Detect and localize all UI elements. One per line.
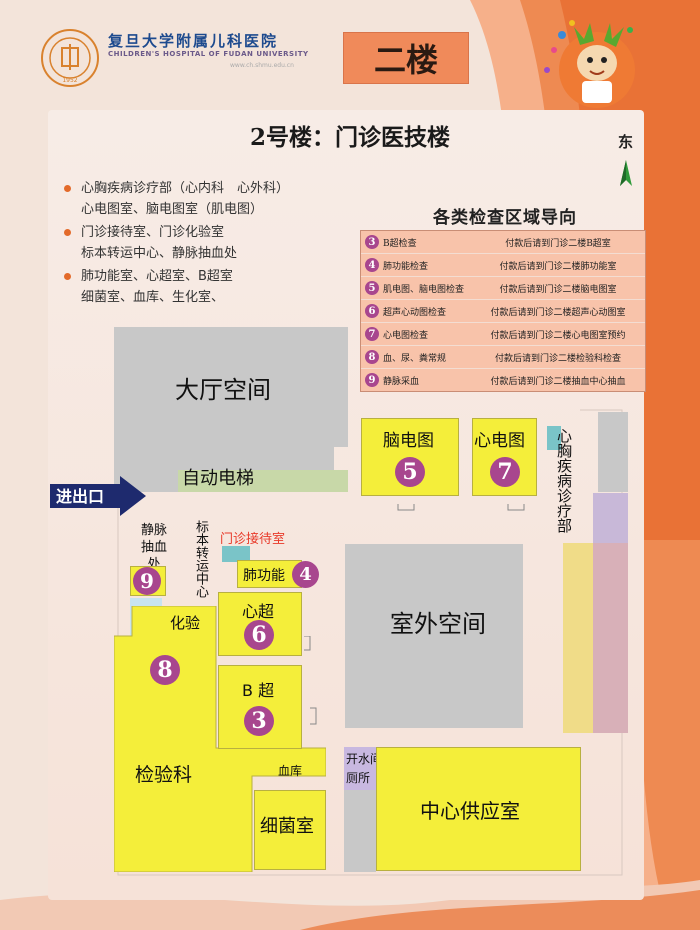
dept-item-cardio: 心胸疾病诊疗部（心内科 心外科） 心电图室、脑电图室（肌电图） <box>64 178 289 220</box>
compass-arrow-icon <box>620 160 632 186</box>
cardio-marker <box>547 426 561 450</box>
hall-area <box>114 327 334 492</box>
blood-draw-number: 9 <box>133 567 161 595</box>
supply-label: 中心供应室 <box>420 799 520 823</box>
corridor-lower <box>344 790 376 872</box>
eeg-label: 脑电图 <box>383 431 434 451</box>
hall-label: 大厅空间 <box>175 376 271 404</box>
ecg-label: 心电图 <box>474 431 525 451</box>
water-room <box>344 747 376 790</box>
entrance-arrow-icon <box>50 476 146 516</box>
reception-label: 门诊接待室 <box>220 532 286 547</box>
dept-item-reception: 门诊接待室、门诊化验室 标本转运中心、静脉抽血处 <box>64 222 237 264</box>
door-icons-2 <box>304 636 317 725</box>
water-room-label: 开水间 <box>346 752 383 766</box>
hospital-url: www.ch.shmu.edu.cn <box>230 62 294 69</box>
reception-desk <box>222 546 250 562</box>
bscan-label: B 超 <box>242 681 275 700</box>
bullet-icon <box>64 273 71 280</box>
lab-dept-label: 检验科 <box>135 764 193 786</box>
hall-area-ext <box>334 327 348 447</box>
cardio-label: 心胸疾病诊疗部 <box>555 428 573 533</box>
compass-label: 东 <box>618 133 634 151</box>
escalator-label: 自动电梯 <box>182 468 254 489</box>
blood-bank-label: 血库 <box>278 764 303 778</box>
lung-number: 4 <box>292 561 319 588</box>
outdoor-label: 室外空间 <box>390 610 486 638</box>
svg-text:1952: 1952 <box>62 77 77 84</box>
right-corridor-pink <box>593 543 628 733</box>
floor-label: 二楼 <box>343 32 469 84</box>
lung-label: 肺功能 <box>243 568 285 584</box>
bscan-number: 3 <box>244 706 274 736</box>
ecg-number: 7 <box>490 457 520 487</box>
echo-label: 心超 <box>242 602 275 621</box>
mascot-icon <box>544 20 635 108</box>
lab-test-label: 化验 <box>170 614 201 632</box>
bullet-icon <box>64 229 71 236</box>
hospital-name-en: CHILDREN'S HOSPITAL OF FUDAN UNIVERSITY <box>108 50 309 58</box>
eeg-number: 5 <box>395 457 425 487</box>
entrance-label: 进出口 <box>56 487 105 506</box>
escalator <box>178 470 348 492</box>
guide-title: 各类检查区域导向 <box>433 208 577 228</box>
bacteria-label: 细菌室 <box>260 816 314 837</box>
building-title: 2号楼：门诊医技楼 <box>249 124 450 151</box>
hospital-name: 复旦大学附属儿科医院 <box>108 32 279 50</box>
right-room-purple <box>593 493 628 543</box>
specimen-label: 标本转运中心 <box>193 520 208 598</box>
right-corridor-yellow <box>563 543 593 733</box>
echo-number: 6 <box>244 620 274 650</box>
door-icons <box>397 504 525 511</box>
lab-number: 8 <box>150 655 180 685</box>
hospital-logo-icon: 1952 <box>41 29 99 87</box>
bullet-icon <box>64 185 71 192</box>
toilet-2-label: 厕所 <box>346 771 371 785</box>
bacteria-room <box>254 790 326 870</box>
supply-room <box>376 747 581 871</box>
dept-item-lung: 肺功能室、心超室、B超室 细菌室、血库、生化室、 <box>64 266 233 308</box>
outdoor-area <box>345 544 523 728</box>
corridor-right <box>598 412 628 492</box>
blood-draw-label: 静脉抽血处 <box>140 523 167 572</box>
